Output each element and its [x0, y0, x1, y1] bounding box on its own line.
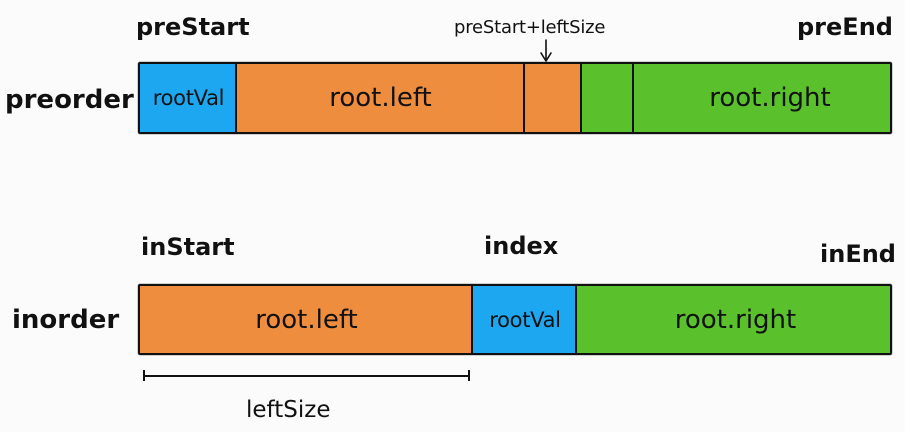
- inorder-label: inorder: [12, 305, 120, 335]
- preorder-inner-left-divider: [523, 64, 525, 132]
- preorder-root-left-text: root.left: [329, 83, 432, 113]
- inorder-root-right-segment: root.right: [577, 286, 890, 353]
- preorder-divider-left-right: [580, 64, 582, 132]
- left-size-label: leftSize: [246, 397, 331, 423]
- index-label: index: [484, 232, 559, 260]
- pre-start-label: preStart: [136, 13, 250, 41]
- inorder-root-right-text: root.right: [674, 304, 797, 335]
- inorder-root-val-text: rootVal: [489, 307, 561, 332]
- inorder-root-left-text: root.left: [255, 304, 358, 335]
- preorder-root-right-text: root.right: [709, 83, 831, 113]
- preorder-divider-root-val-left: [235, 64, 237, 132]
- preorder-root-left-segment: root.left: [237, 64, 580, 132]
- left-size-bracket-right-tick: [468, 370, 470, 381]
- inorder-root-left-segment: root.left: [140, 286, 473, 353]
- in-start-label: inStart: [141, 233, 235, 261]
- preorder-root-val-segment: rootVal: [140, 64, 237, 132]
- pre-start-plus-left-size-label: preStart+leftSize: [454, 17, 606, 38]
- inorder-divider-root-right: [575, 286, 577, 353]
- inorder-divider-left-root: [471, 286, 473, 353]
- left-size-bracket-left-tick: [143, 370, 145, 381]
- inorder-array: root.left rootVal root.right: [138, 284, 892, 355]
- preorder-inner-right-divider: [632, 64, 634, 132]
- left-size-bracket-line: [143, 375, 470, 377]
- inorder-root-val-segment: rootVal: [473, 286, 577, 353]
- preorder-root-val-text: rootVal: [152, 86, 225, 110]
- preorder-label: preorder: [5, 85, 134, 115]
- pre-end-label: preEnd: [797, 13, 893, 41]
- preorder-array: rootVal root.left root.right: [138, 62, 892, 134]
- in-end-label: inEnd: [820, 240, 896, 268]
